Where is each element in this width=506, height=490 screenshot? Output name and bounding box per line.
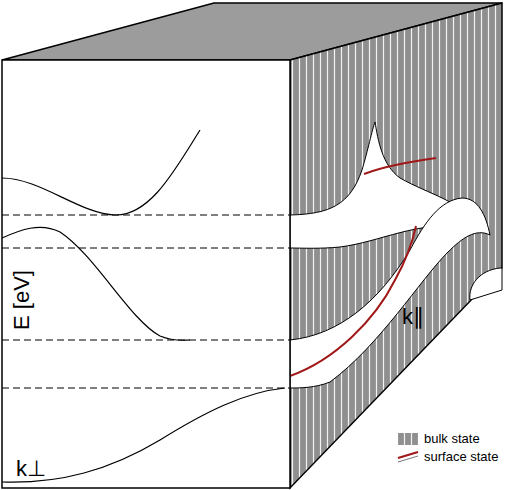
surface-state-curve (364, 158, 436, 174)
legend-bulk-swatch (398, 433, 418, 445)
legend-text: bulk state (424, 432, 480, 445)
band-gap (470, 268, 502, 300)
bulk-state-face (290, 3, 502, 488)
band-gap (290, 198, 490, 388)
band-edge-lines (2, 215, 290, 388)
axis-label: k∥ (402, 306, 424, 328)
legend-text: surface state (424, 450, 498, 463)
legend-surface-swatch (398, 456, 418, 462)
axis-label: k⊥ (16, 458, 46, 480)
front-face (2, 60, 290, 488)
axis-label: E [eV] (11, 270, 33, 330)
bulk-band-curves (2, 130, 285, 482)
surface-state-curve (290, 226, 416, 376)
